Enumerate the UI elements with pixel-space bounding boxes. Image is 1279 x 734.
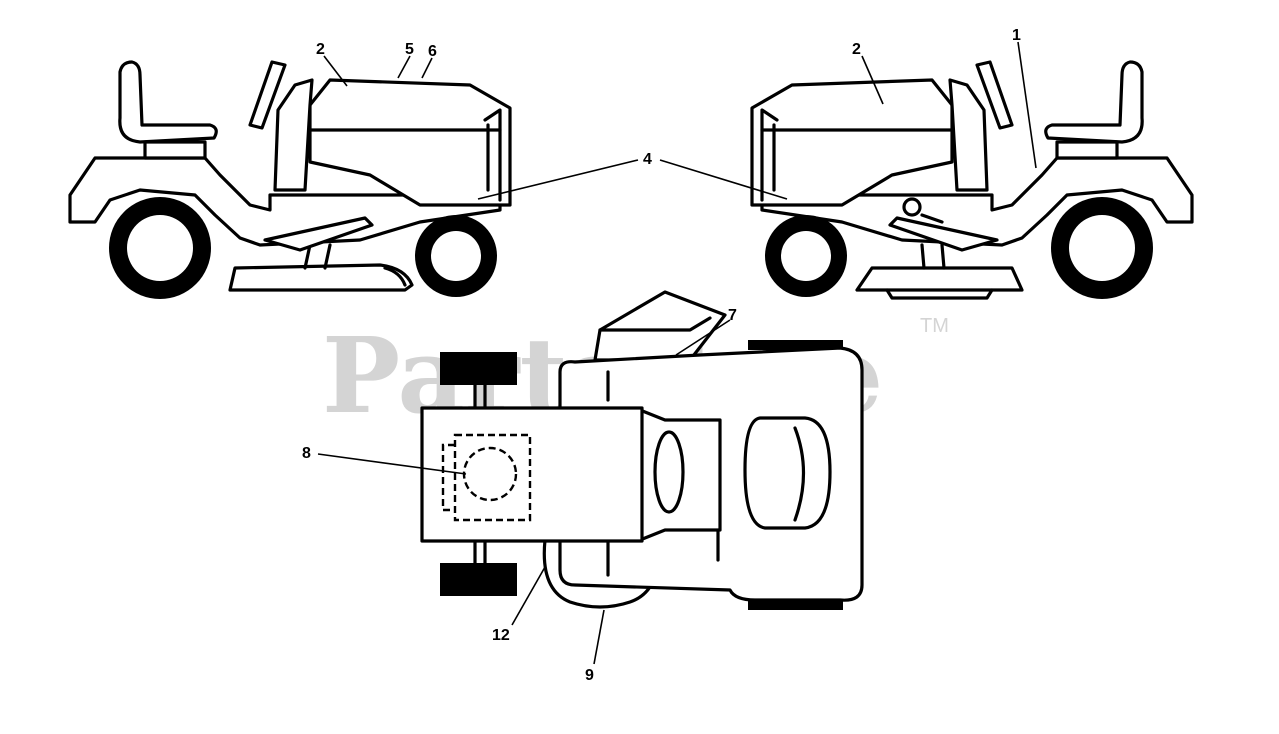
mower-top-view <box>420 290 864 610</box>
callout-2-right: 2 <box>852 41 861 58</box>
left-deck <box>228 263 414 292</box>
left-seat <box>118 60 218 144</box>
top-seat-pad <box>743 416 832 530</box>
top-left-rear-wheel <box>440 563 517 596</box>
watermark-trademark: TM <box>920 315 949 337</box>
callout-2-left: 2 <box>316 41 325 58</box>
mower-right-side-view <box>750 60 1194 300</box>
top-right-front-wheel <box>748 340 843 350</box>
callout-8: 8 <box>302 445 311 462</box>
top-right-rear-wheel <box>748 600 843 610</box>
callout-1: 1 <box>1012 27 1021 44</box>
callout-6: 6 <box>428 43 437 60</box>
callout-5: 5 <box>405 41 414 58</box>
callout-12: 12 <box>492 627 510 644</box>
top-steering-area <box>638 408 722 542</box>
top-left-front-wheel <box>440 352 517 385</box>
left-steering-wheel <box>248 60 287 130</box>
callout-9: 9 <box>585 667 594 684</box>
left-dash <box>273 78 314 192</box>
left-hood <box>308 78 512 207</box>
left-body <box>68 156 502 247</box>
callout-7: 7 <box>728 307 737 324</box>
leader-lines <box>317 41 1037 665</box>
callout-4: 4 <box>643 151 652 168</box>
mower-left-side-view <box>68 60 512 299</box>
callout-labels: 2 5 6 2 1 4 7 8 12 9 <box>302 27 1021 684</box>
top-seat <box>593 290 727 362</box>
